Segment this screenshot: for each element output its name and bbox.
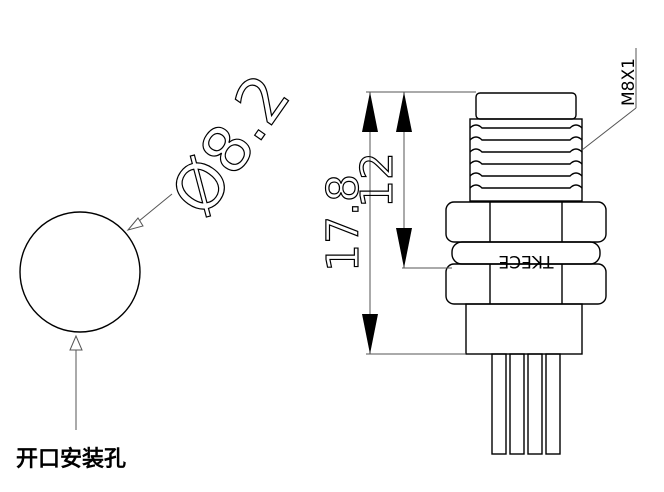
- thread-section: [469, 118, 583, 202]
- dim-total-arrow-top: [362, 92, 378, 132]
- upper-nut: [445, 201, 607, 243]
- dim-total-arrow-bottom: [362, 314, 378, 354]
- brand-label: TKECE: [499, 251, 555, 271]
- hole-caption: 开口安装孔: [16, 446, 126, 472]
- thread-lines: [469, 124, 583, 189]
- dim-total-label: 17.8: [318, 174, 369, 272]
- thread-label: M8X1: [619, 58, 639, 106]
- connector-top-cap: [475, 92, 577, 120]
- dim-thread-arrow-bottom: [396, 228, 412, 268]
- dim-thread-arrow-top: [396, 92, 412, 132]
- diameter-label: Ø8.2: [157, 62, 305, 229]
- caption-leader-arrow: [69, 334, 83, 351]
- thread-leader-line: [581, 107, 637, 151]
- connector-base: [465, 303, 583, 355]
- mounting-hole-circle: [19, 211, 141, 333]
- diameter-leader-arrow: [126, 217, 144, 231]
- dim-thread-label: 12: [352, 152, 403, 208]
- connector-pins: [491, 353, 561, 455]
